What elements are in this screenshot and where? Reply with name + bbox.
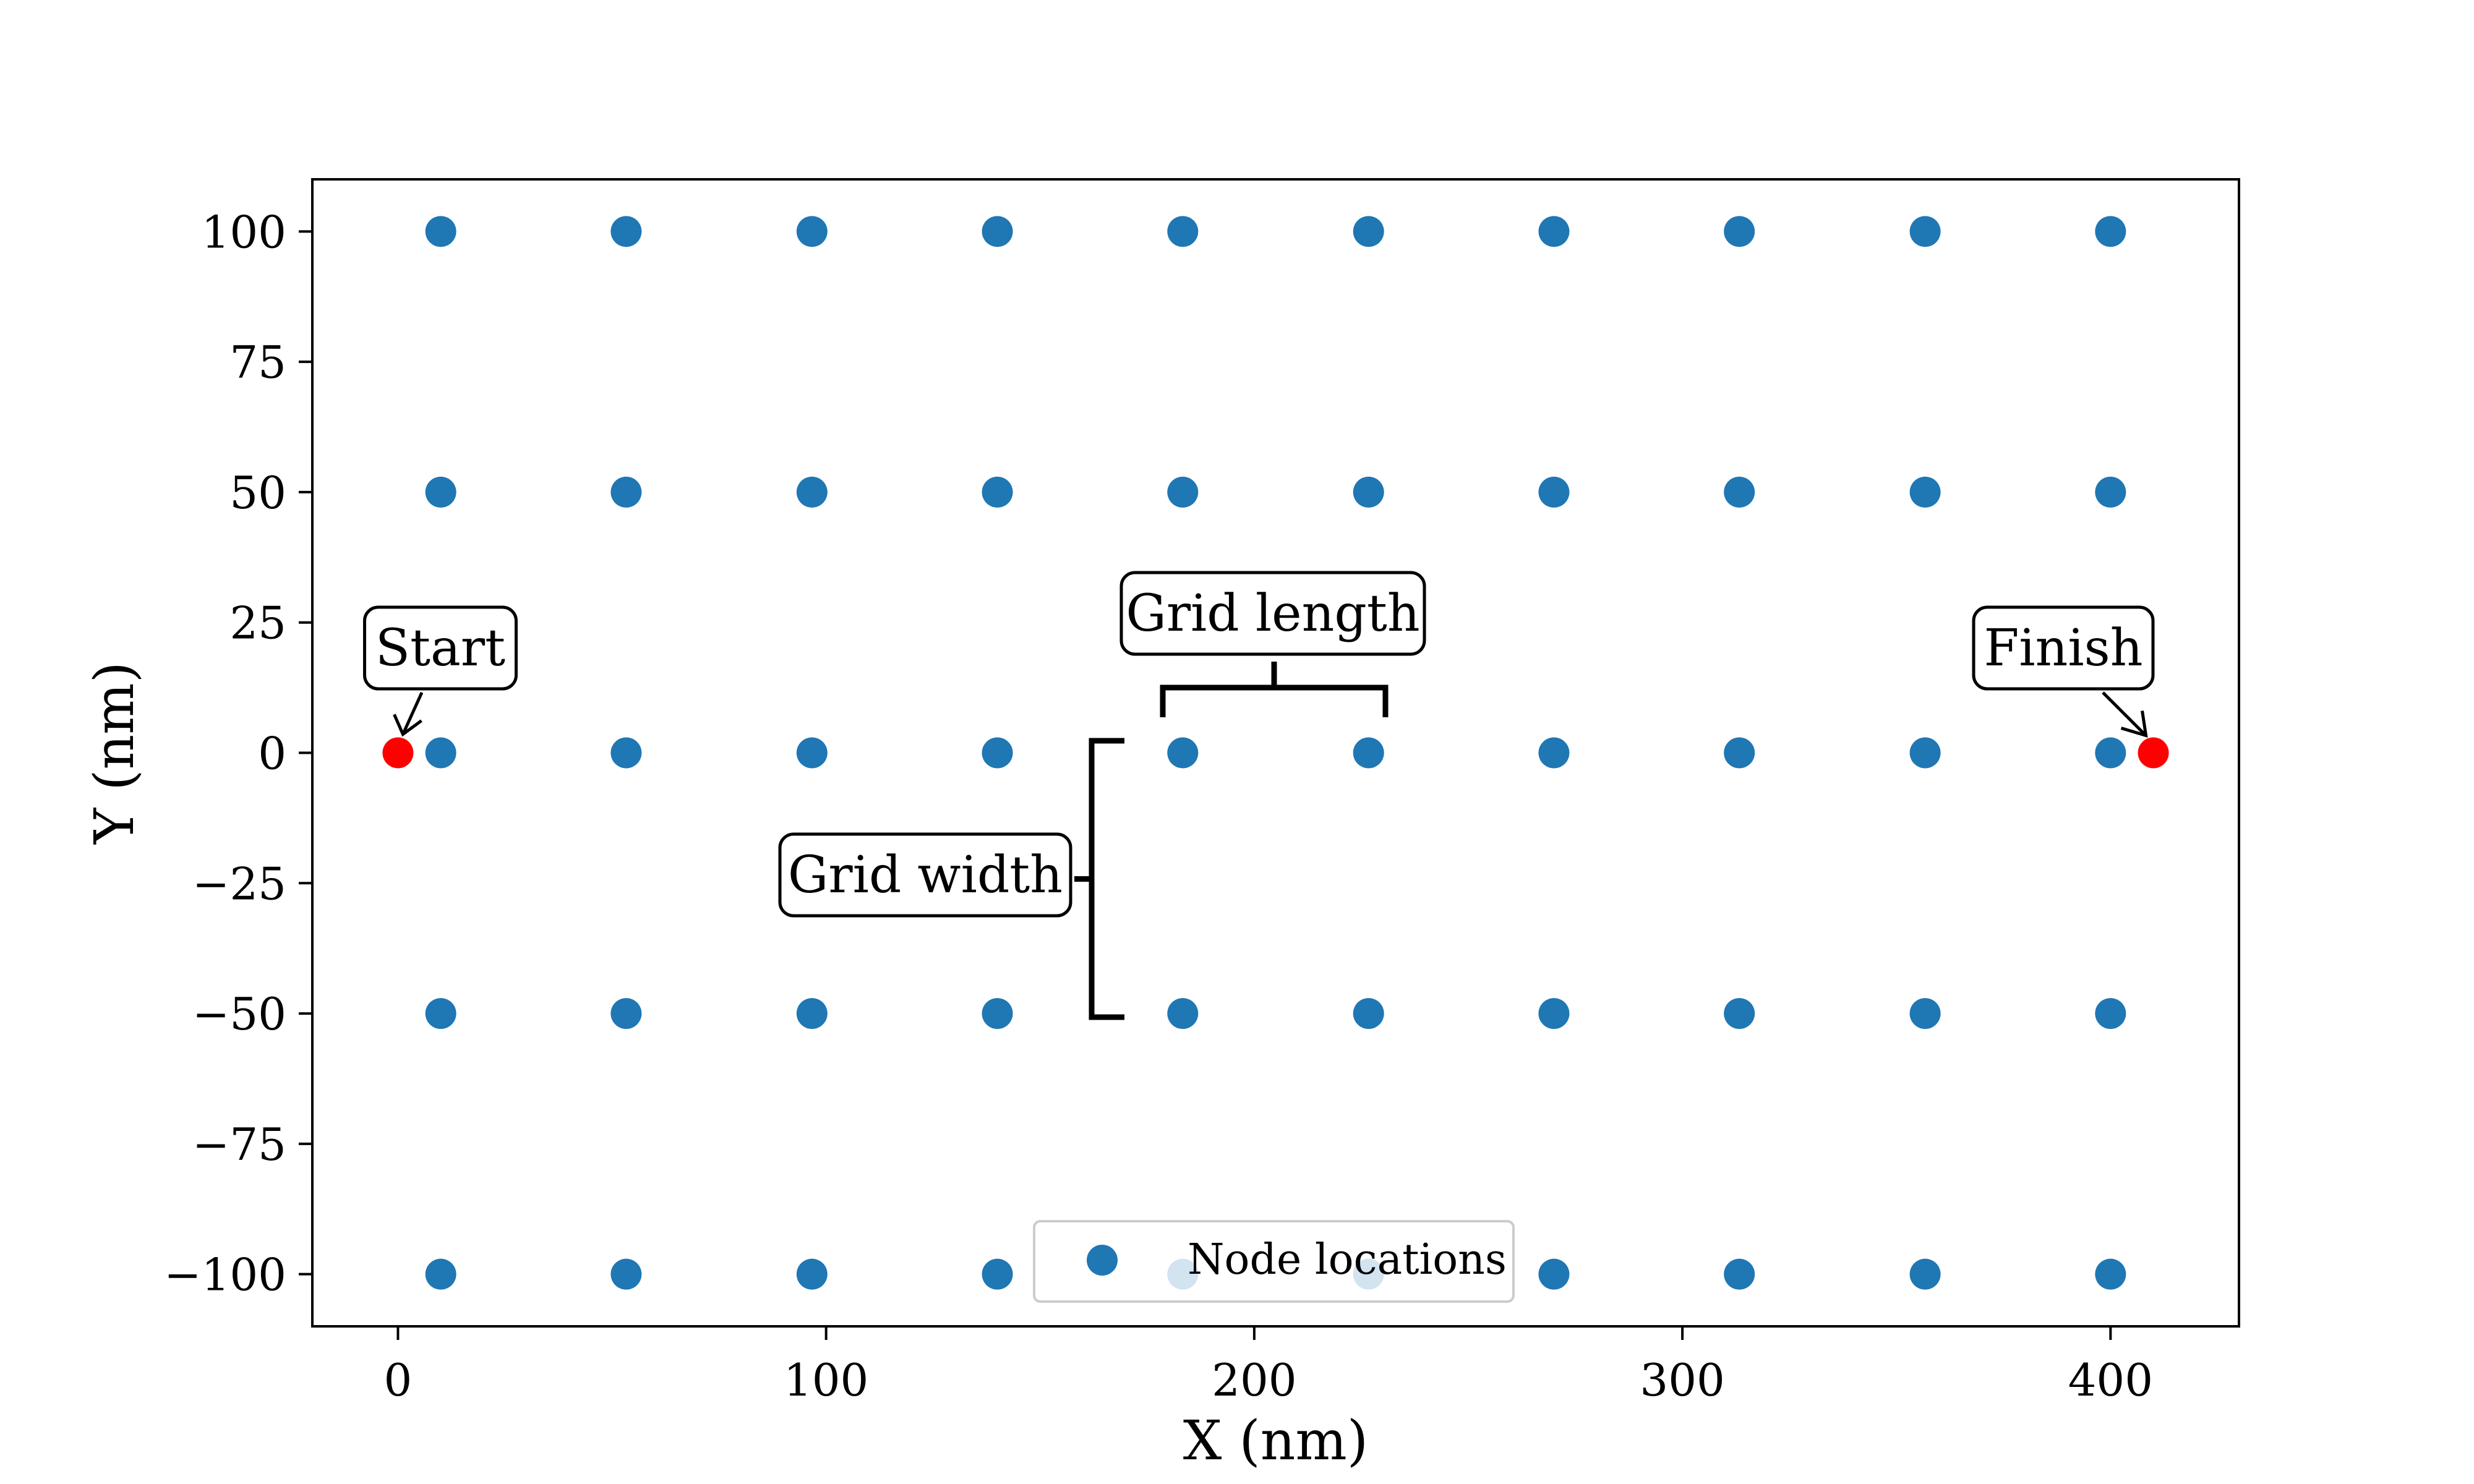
y-tick-label: 50: [229, 467, 286, 519]
finish-arrow-head: [2120, 710, 2148, 738]
node-point: [2095, 737, 2126, 769]
node-point: [982, 998, 1013, 1030]
node-point: [1909, 216, 1941, 247]
node-point: [1724, 476, 1755, 508]
x-tick-label: 200: [1212, 1354, 1296, 1406]
node-point: [982, 216, 1013, 247]
node-point: [1724, 1258, 1755, 1290]
node-point: [1167, 737, 1199, 769]
node-point: [982, 1258, 1013, 1290]
node-point: [1538, 998, 1570, 1030]
finish-point: [2138, 737, 2169, 769]
y-tick-label: 25: [229, 597, 286, 649]
node-point: [982, 737, 1013, 769]
start-box: [363, 605, 518, 691]
y-axis: 100 75 50 25 0 −25 −50 −75 −100: [164, 206, 312, 1301]
node-point: [1167, 476, 1199, 508]
node-point: [1724, 737, 1755, 769]
node-point: [1909, 737, 1941, 769]
legend-label: Node locations: [1188, 1235, 1507, 1284]
legend: Node locations: [1033, 1220, 1515, 1303]
start-finish-points: [382, 737, 2169, 769]
start-point: [382, 737, 414, 769]
grid-length-box: [1119, 571, 1426, 656]
x-tick-label: 0: [384, 1354, 413, 1406]
grid-width-label: Grid width: [788, 846, 1063, 905]
node-point: [1909, 1258, 1941, 1290]
x-tick-label: 100: [784, 1354, 868, 1406]
node-point: [425, 476, 456, 508]
node-point: [610, 1258, 642, 1290]
node-point: [2095, 216, 2126, 247]
start-arrow-head: [393, 714, 422, 737]
node-point: [1909, 998, 1941, 1030]
node-point: [1724, 998, 1755, 1030]
y-axis-label: Y (nm): [82, 662, 146, 845]
node-point: [1353, 476, 1384, 508]
node-point: [796, 737, 828, 769]
y-tick-label: 0: [258, 728, 286, 780]
finish-arrow-line: [2102, 691, 2147, 737]
x-tick-label: 400: [2068, 1354, 2153, 1406]
node-point: [1538, 737, 1570, 769]
start-arrow-line: [401, 691, 424, 735]
legend-box: [1033, 1220, 1515, 1303]
node-point: [2095, 998, 2126, 1030]
node-point: [796, 216, 828, 247]
node-point: [2095, 476, 2126, 508]
node-point: [796, 1258, 828, 1290]
finish-label: Finish: [1984, 619, 2142, 678]
node-point: [610, 737, 642, 769]
y-tick-label: 100: [202, 206, 286, 258]
node-point: [1353, 737, 1384, 769]
start-label: Start: [375, 619, 505, 678]
start-annotation: Start: [363, 605, 518, 737]
grid-length-label: Grid length: [1126, 584, 1419, 643]
node-point: [1167, 998, 1199, 1030]
node-point: [425, 737, 456, 769]
y-tick-label: −25: [192, 858, 286, 910]
grid-width-annotation: Grid width: [778, 738, 1124, 1020]
node-point: [425, 216, 456, 247]
node-point: [796, 476, 828, 508]
y-tick-label: 75: [229, 336, 286, 388]
node-point: [2095, 1258, 2126, 1290]
node-point: [1538, 476, 1570, 508]
legend-marker: [1087, 1245, 1118, 1276]
node-points: [425, 216, 2126, 1290]
x-tick-label: 300: [1640, 1354, 1724, 1406]
grid-length-bracket: [1160, 662, 1389, 717]
node-point: [610, 476, 642, 508]
node-point: [1167, 216, 1199, 247]
node-point: [1909, 476, 1941, 508]
node-point: [1538, 1258, 1570, 1290]
y-tick-label: −100: [164, 1249, 286, 1301]
x-axis-label: X (nm): [1183, 1409, 1368, 1472]
grid-width-box: [778, 832, 1072, 918]
node-point: [1353, 998, 1384, 1030]
y-tick-label: −75: [192, 1119, 286, 1171]
plot-area: [311, 178, 2240, 1328]
node-point: [1724, 216, 1755, 247]
grid-width-bracket: [1074, 738, 1124, 1020]
node-point: [796, 998, 828, 1030]
y-tick-label: −50: [192, 988, 286, 1040]
node-point: [982, 476, 1013, 508]
finish-box: [1972, 605, 2155, 691]
x-axis: 0 100 200 300 400: [384, 1326, 2153, 1406]
node-point: [425, 998, 456, 1030]
node-point: [610, 998, 642, 1030]
node-point: [1353, 216, 1384, 247]
node-point: [425, 1258, 456, 1290]
node-point: [1538, 216, 1570, 247]
node-point: [610, 216, 642, 247]
grid-length-annotation: Grid length: [1119, 571, 1426, 717]
finish-annotation: Finish: [1972, 605, 2155, 738]
